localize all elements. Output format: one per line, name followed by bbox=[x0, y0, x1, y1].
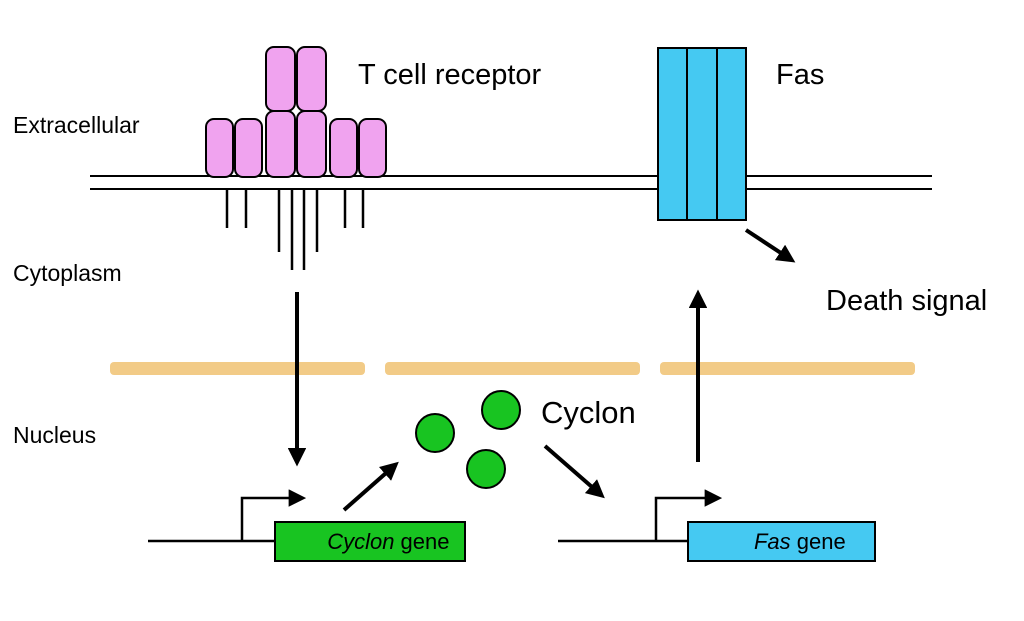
nucleus-label: Nucleus bbox=[13, 422, 97, 448]
tcr-subunit bbox=[265, 46, 296, 112]
cyclon-protein-label: Cyclon bbox=[541, 395, 636, 430]
nuclear-membrane-segment bbox=[110, 362, 365, 375]
nuclear-membrane-segment bbox=[385, 362, 640, 375]
cyclon-to-fas-gene-arrow bbox=[543, 444, 605, 499]
cyclon-expression-arrow bbox=[342, 461, 399, 512]
death-signal-arrow bbox=[744, 228, 796, 263]
t-cell-receptor-complex bbox=[205, 46, 387, 270]
nuclear-membrane-segment bbox=[660, 362, 915, 375]
cyclon-promoter-arrow bbox=[240, 489, 307, 541]
fas-promoter-arrow bbox=[654, 489, 723, 541]
fas-gene-box bbox=[687, 521, 876, 562]
tcr-subunit bbox=[329, 118, 358, 178]
cyclon-protein-circle bbox=[466, 449, 506, 489]
cyclon-gene-label: Cyclon gene bbox=[275, 522, 465, 561]
death-signal-label: Death signal bbox=[826, 285, 988, 317]
fas-gene-suffix: gene bbox=[790, 528, 846, 554]
tcr-subunit bbox=[296, 110, 327, 178]
extracellular-label: Extracellular bbox=[13, 112, 140, 138]
cyclon-gene-box bbox=[274, 521, 466, 562]
tcr-subunit bbox=[265, 110, 296, 178]
cyclon-protein-circle bbox=[415, 413, 455, 453]
cyclon-gene-suffix: gene bbox=[394, 528, 450, 554]
tcr-subunit bbox=[234, 118, 263, 178]
fas-receptor bbox=[657, 47, 747, 221]
tcr-subunit bbox=[205, 118, 234, 178]
cyclon-gene-name: Cyclon bbox=[327, 528, 395, 554]
fas-label: Fas bbox=[776, 59, 825, 91]
fas-gene-label: Fas gene bbox=[688, 522, 875, 561]
cyclon-protein-circle bbox=[481, 390, 521, 430]
fas-gene-name: Fas bbox=[753, 528, 791, 554]
fas-receptor-body bbox=[657, 47, 747, 221]
cytoplasm-label: Cytoplasm bbox=[13, 260, 122, 286]
tcr-subunit bbox=[296, 46, 327, 112]
tcr-subunit bbox=[358, 118, 387, 178]
t-cell-receptor-label: T cell receptor bbox=[358, 59, 542, 91]
